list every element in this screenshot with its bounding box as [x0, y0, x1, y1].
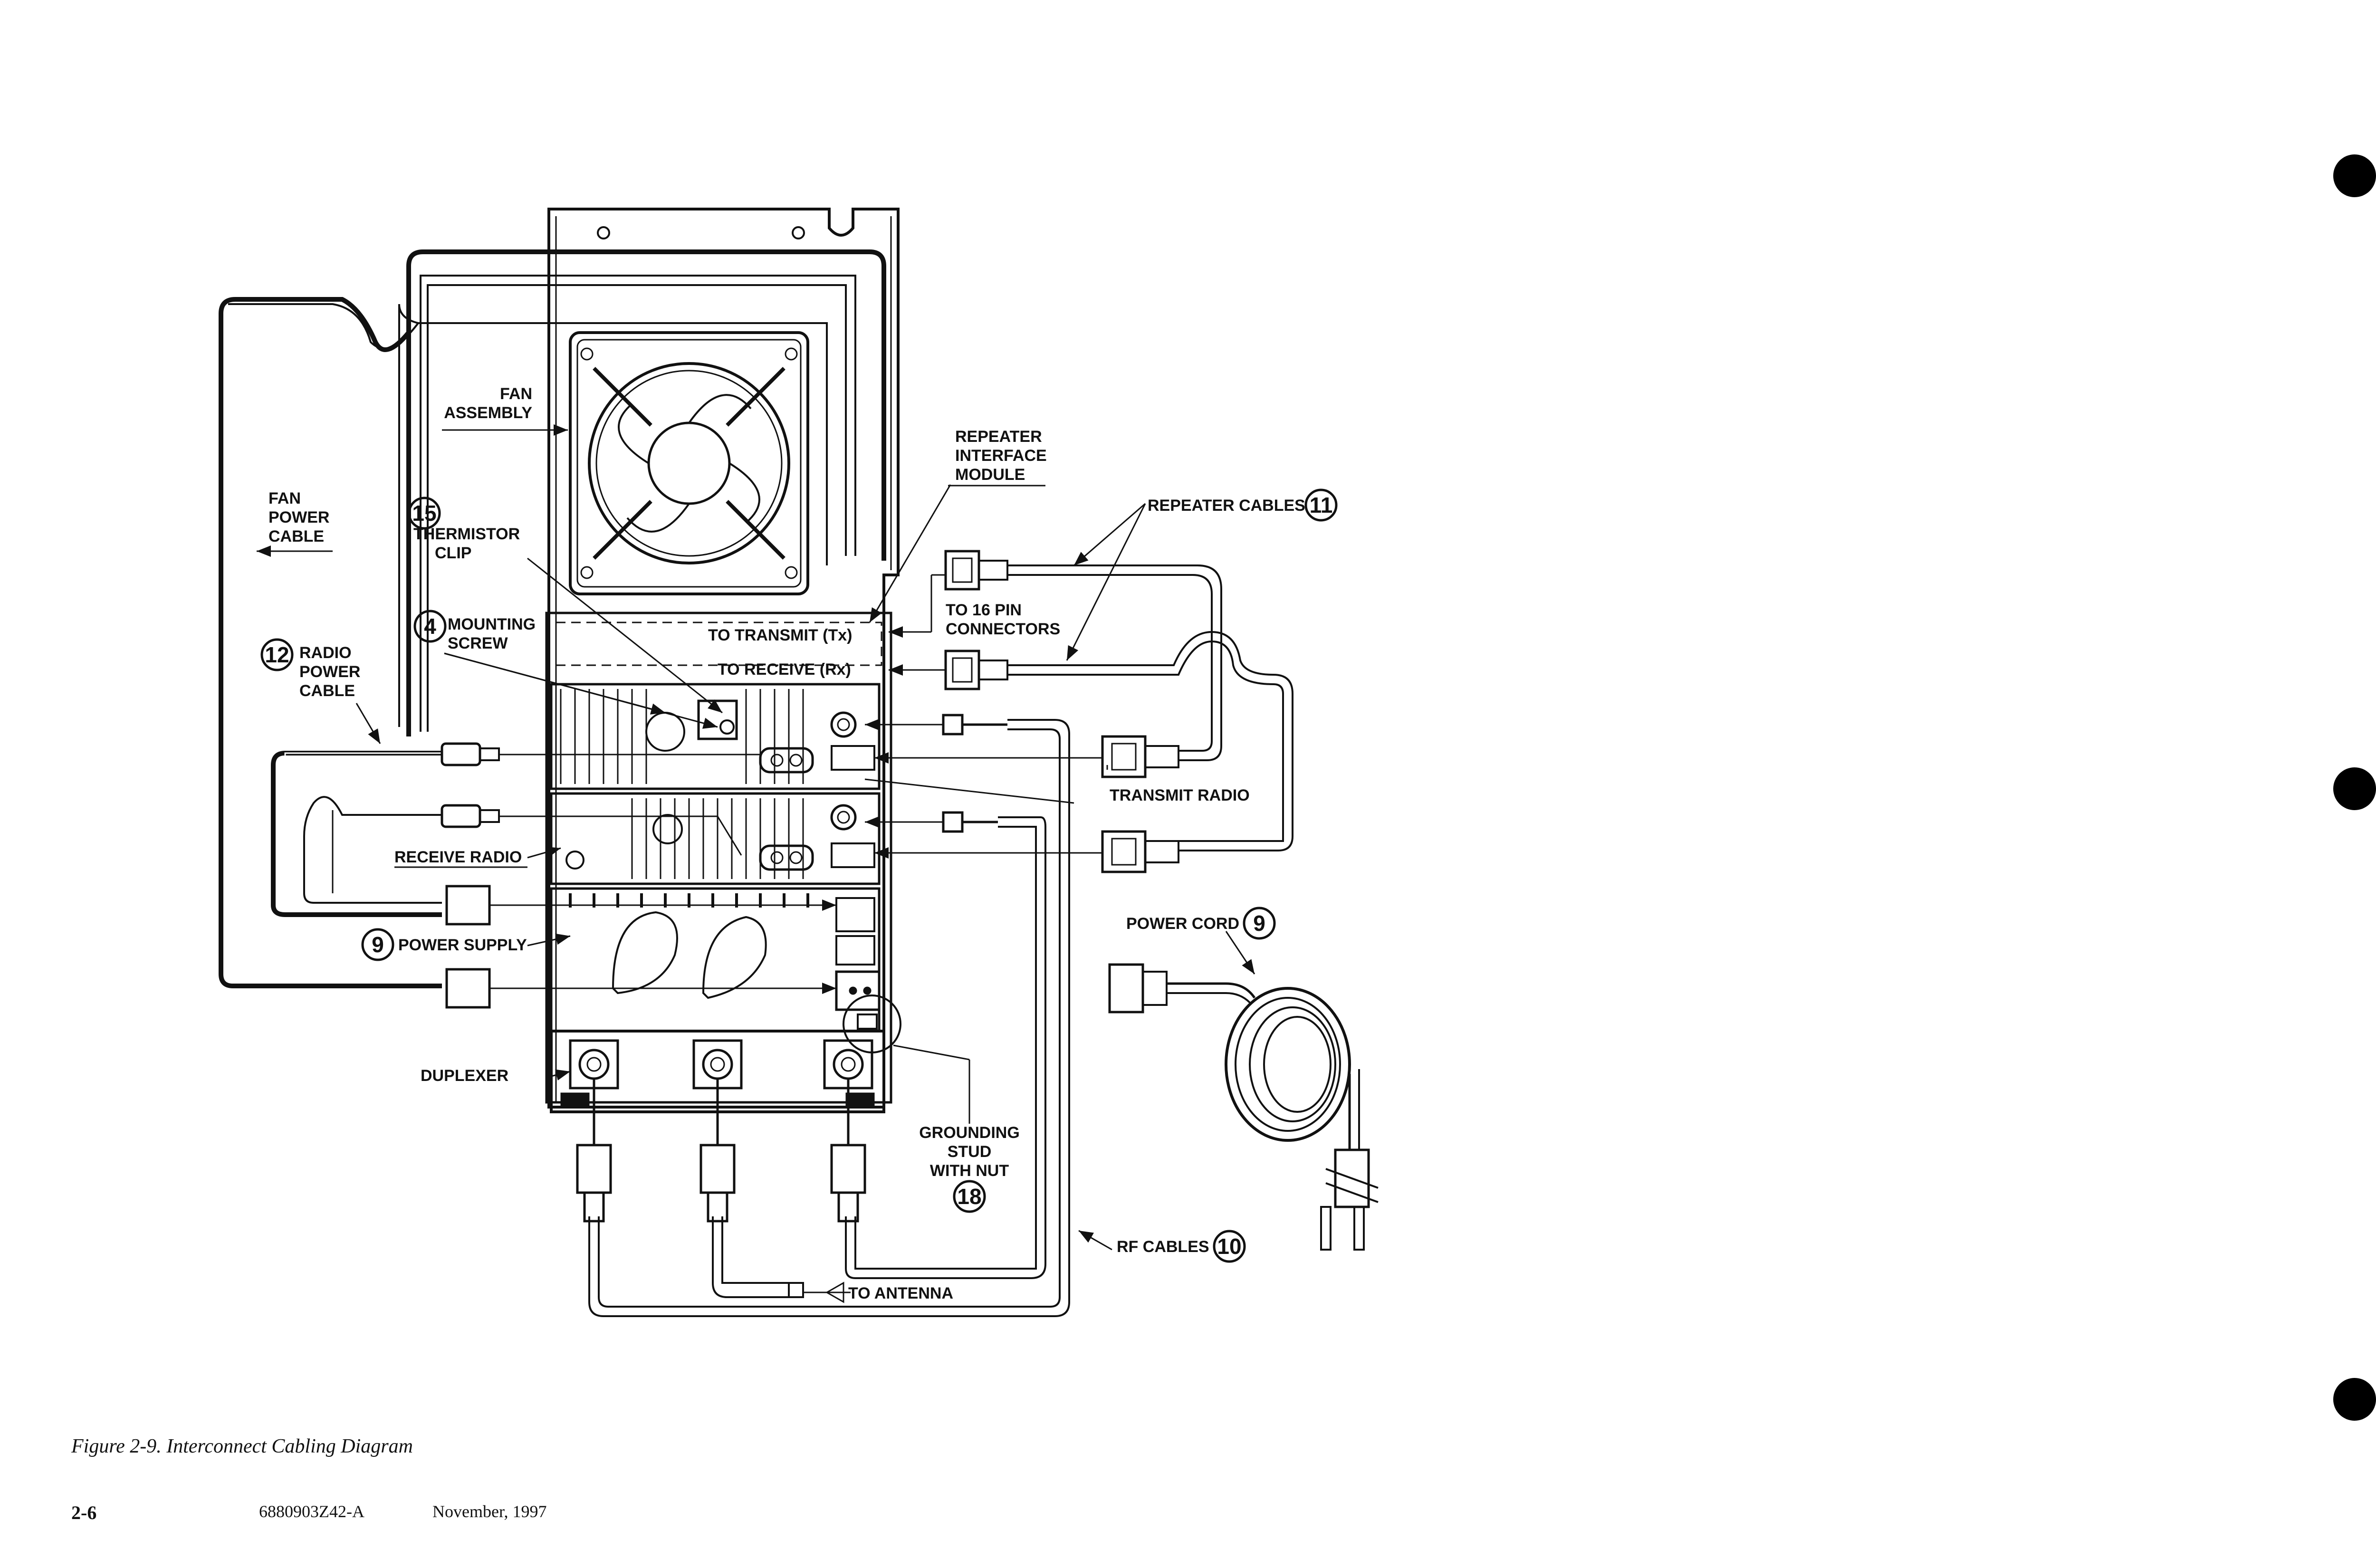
- callout-9-pc: 9: [1253, 911, 1265, 936]
- radio-power-cables: [271, 742, 836, 1009]
- callout-18-circle: [953, 1180, 986, 1213]
- transmit-radio-unit: [550, 683, 881, 790]
- grounding-stud: [843, 994, 970, 1124]
- fan-assembly: [569, 331, 809, 595]
- label-rim-2: INTERFACE: [955, 447, 1047, 465]
- label-fan-power-3: CABLE: [268, 527, 324, 545]
- label-to-transmit: TO TRANSMIT (Tx): [708, 626, 852, 644]
- label-receive-radio: RECEIVE RADIO: [394, 848, 522, 866]
- label-radio-power-2: POWER: [299, 663, 360, 681]
- label-radio-power-1: RADIO: [299, 644, 352, 662]
- leader-lines: [257, 424, 1255, 1293]
- callout-10-circle: [1213, 1230, 1246, 1263]
- label-mounting-2: SCREW: [448, 634, 508, 652]
- label-rim-3: MODULE: [955, 466, 1025, 484]
- label-mounting-1: MOUNTING: [448, 615, 536, 633]
- label-fan-1: FAN: [500, 385, 532, 403]
- label-radio-power-3: CABLE: [299, 682, 355, 700]
- figure-caption: Figure 2-9. Interconnect Cabling Diagram: [71, 1435, 413, 1457]
- label-transmit-radio: TRANSMIT RADIO: [1110, 786, 1250, 804]
- callout-9-pc-circle: [1243, 907, 1276, 940]
- callout-11-circle: [1304, 488, 1338, 522]
- power-supply-unit: [550, 887, 881, 1033]
- label-to-antenna: TO ANTENNA: [848, 1284, 953, 1302]
- page-number: 2-6: [71, 1502, 97, 1523]
- callout-12: 12: [265, 642, 289, 667]
- callout-15-circle: [408, 497, 441, 530]
- label-rim-1: REPEATER: [955, 428, 1042, 446]
- label-to-receive: TO RECEIVE (Rx): [718, 660, 851, 679]
- power-cord: [1108, 963, 1379, 1251]
- document-number: 6880903Z42-A: [259, 1502, 364, 1521]
- repeater-cables: [864, 550, 1293, 873]
- binder-hole: [2333, 154, 2376, 197]
- label-grounding-3: WITH NUT: [930, 1162, 1009, 1180]
- repeater-interface-module: [545, 612, 892, 1104]
- callout-4: 4: [424, 614, 436, 639]
- callout-12-circle: [260, 638, 294, 671]
- binder-hole: [2333, 767, 2376, 810]
- callout-18: 18: [957, 1184, 981, 1209]
- receive-radio-unit: [550, 792, 881, 885]
- publication-date: November, 1997: [432, 1502, 547, 1521]
- callout-9-ps: 9: [372, 932, 384, 957]
- label-fan-power-2: POWER: [268, 508, 329, 526]
- label-grounding-1: GROUNDING: [919, 1124, 1020, 1142]
- label-duplexer: DUPLEXER: [421, 1067, 508, 1085]
- label-repeater-cables: REPEATER CABLES: [1148, 497, 1305, 515]
- callout-9-ps-circle: [361, 928, 394, 961]
- label-thermistor-2: CLIP: [435, 544, 471, 562]
- label-thermistor-1: THERMISTOR: [413, 525, 520, 543]
- callout-15: 15: [412, 501, 436, 526]
- callout-4-circle: [413, 610, 447, 643]
- label-16pin-2: CONNECTORS: [946, 620, 1060, 638]
- callout-10: 10: [1217, 1234, 1241, 1259]
- fan-cable-loops: [228, 249, 886, 736]
- label-power-supply: POWER SUPPLY: [398, 936, 527, 954]
- label-fan-2: ASSEMBLY: [444, 404, 532, 422]
- label-power-cord: POWER CORD: [1126, 915, 1239, 933]
- rf-cables: [576, 714, 1070, 1317]
- label-grounding-2: STUD: [948, 1143, 992, 1161]
- callout-11: 11: [1310, 493, 1333, 517]
- label-16pin-1: TO 16 PIN: [946, 601, 1022, 619]
- label-fan-power-1: FAN: [268, 489, 301, 507]
- fan-power-cable: [219, 297, 442, 988]
- diagram-labels: FAN ASSEMBLY FAN POWER CABLE 15 THERMIST…: [260, 385, 1338, 1302]
- label-rf-cables: RF CABLES: [1117, 1238, 1209, 1256]
- binder-hole: [2333, 1378, 2376, 1421]
